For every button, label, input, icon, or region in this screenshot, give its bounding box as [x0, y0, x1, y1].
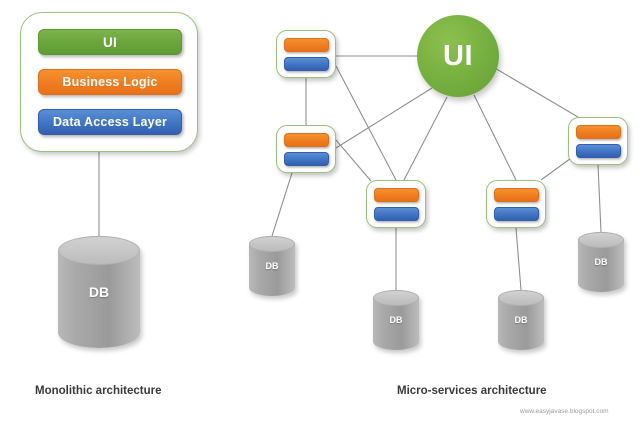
- service-node-2: [276, 125, 336, 173]
- caption-microservices: Micro-services architecture: [397, 385, 547, 397]
- database-label: DB: [594, 257, 608, 267]
- service-database-1: DB: [249, 236, 295, 296]
- service-node-1: [276, 30, 336, 78]
- edge-service1-service3: [335, 65, 397, 181]
- database-label: DB: [389, 315, 403, 325]
- service-tier-orange: [494, 188, 539, 202]
- edge-service4-db3: [515, 227, 522, 291]
- service-node-3: [366, 180, 426, 228]
- edge-ui-service2: [335, 87, 433, 149]
- watermark-text: www.easyjavase.blogspot.com: [520, 408, 609, 415]
- service-tier-orange: [374, 188, 419, 202]
- edge-service5-db4: [597, 164, 602, 233]
- edge-service2-service3: [335, 139, 372, 182]
- service-database-3: DB: [498, 290, 544, 350]
- service-node-5: [568, 117, 628, 165]
- cylinder-top-ellipse: [498, 290, 544, 306]
- service-tier-blue: [374, 207, 419, 221]
- cylinder-top-ellipse: [249, 236, 295, 252]
- monolith-layer-ui: UI: [38, 29, 182, 55]
- cylinder-top-ellipse: [58, 236, 140, 266]
- database-label: DB: [265, 261, 279, 271]
- service-tier-blue: [284, 57, 329, 71]
- service-database-2: DB: [373, 290, 419, 350]
- service-tier-blue: [284, 152, 329, 166]
- service-node-4: [486, 180, 546, 228]
- monolith-layer-data-access-layer: Data Access Layer: [38, 109, 182, 135]
- monolith-database-cylinder: DB: [58, 236, 140, 348]
- edge-ui-service3: [403, 96, 448, 181]
- service-database-4: DB: [578, 232, 624, 292]
- microservices-ui-node: UI: [417, 15, 499, 97]
- database-label: DB: [514, 315, 528, 325]
- cylinder-top-ellipse: [578, 232, 624, 248]
- ui-node-label: UI: [443, 39, 473, 72]
- edge-service2-db1: [271, 172, 293, 237]
- edge-ui-service5: [492, 66, 579, 118]
- service-tier-orange: [576, 125, 621, 139]
- edge-ui-service4: [473, 94, 517, 181]
- caption-monolithic: Monolithic architecture: [35, 385, 162, 397]
- monolith-container: UI Business Logic Data Access Layer: [20, 12, 198, 152]
- cylinder-top-ellipse: [373, 290, 419, 306]
- service-tier-orange: [284, 133, 329, 147]
- monolith-layer-business-logic: Business Logic: [38, 69, 182, 95]
- service-tier-blue: [576, 144, 621, 158]
- database-label: DB: [88, 284, 110, 300]
- service-tier-blue: [494, 207, 539, 221]
- service-tier-orange: [284, 38, 329, 52]
